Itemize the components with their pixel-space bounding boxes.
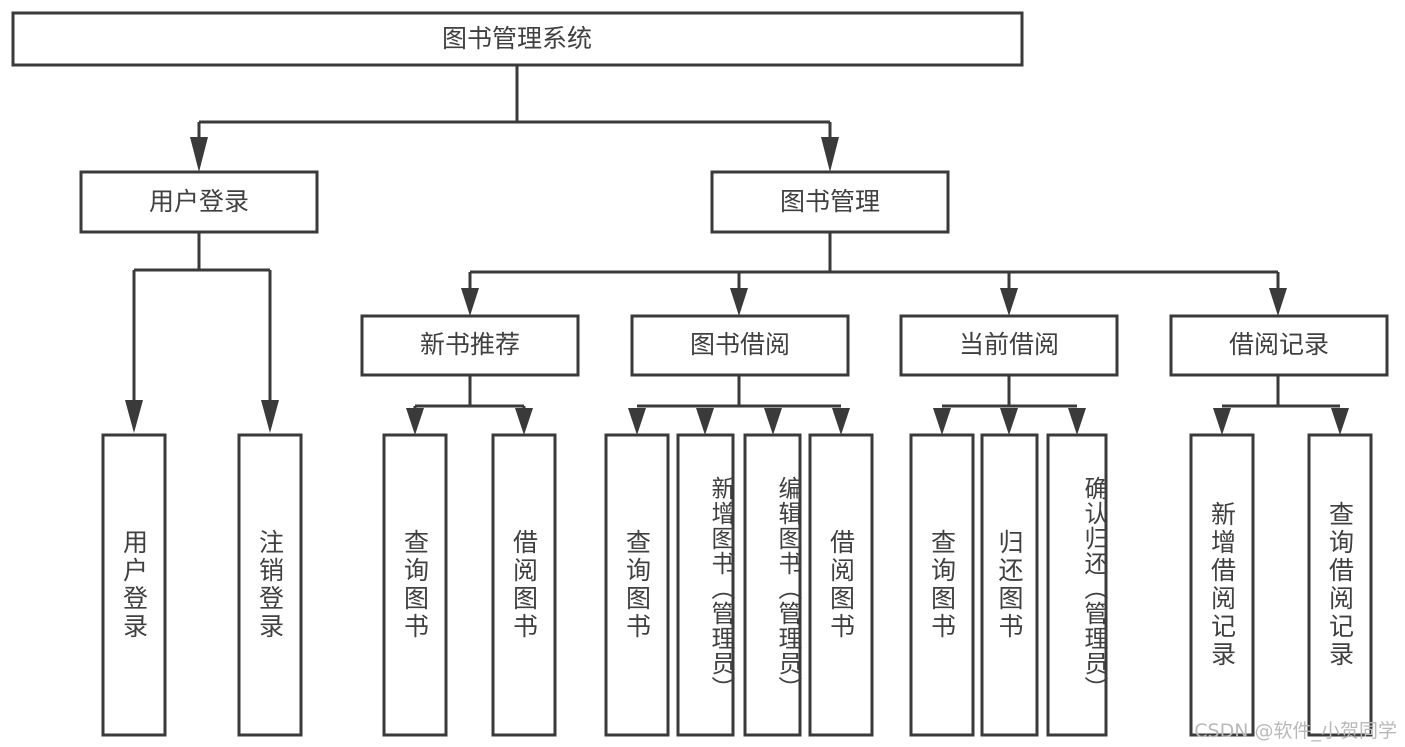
arrow-head-leaf-confirm-return [1068, 408, 1086, 435]
node-leaf-user-login-box[interactable] [101, 433, 167, 737]
arrow-head-leaf-query-book-2 [628, 408, 646, 435]
node-root-box[interactable] [11, 11, 1024, 67]
node-borrow-record-box[interactable] [1169, 314, 1389, 377]
arrow-head-leaf-add-book [696, 408, 714, 435]
node-book-manage-label: 图书管理 [780, 187, 880, 216]
arrow-head-leaf-borrow-book-1 [515, 408, 533, 435]
node-leaf-add-book-box[interactable] [676, 433, 735, 737]
arrow-head-leaf-add-record [1213, 408, 1231, 435]
node-current-borrow-label: 当前借阅 [959, 330, 1059, 359]
node-leaf-query-book-2-box[interactable] [604, 433, 670, 737]
node-leaf-borrow-book-2-box[interactable] [808, 433, 874, 737]
arrow-head-book-manage [821, 137, 839, 172]
node-layer: 图书管理系统 用户登录 图书管理 新书推荐 图书借阅 当前借阅 借阅记录 [11, 11, 1389, 737]
node-leaf-borrow-book-1-box[interactable] [491, 433, 557, 737]
arrow-head-leaf-user-login [125, 400, 143, 433]
arrow-head-leaf-edit-book [764, 408, 782, 435]
arrow-head-leaf-query-record [1331, 408, 1349, 435]
node-leaf-query-record-box[interactable] [1307, 433, 1373, 737]
watermark-text: CSDN @软件_小贺同学 [1194, 720, 1397, 742]
node-leaf-edit-book-box[interactable] [743, 433, 802, 737]
arrow-head-leaf-logout-login [261, 400, 279, 433]
node-book-borrow-label: 图书借阅 [690, 330, 790, 359]
node-new-book-recommend-box[interactable] [360, 314, 580, 377]
arrow-head-leaf-query-book-3 [933, 408, 951, 435]
node-current-borrow-box[interactable] [899, 314, 1119, 377]
arrow-head-current-borrow [1000, 288, 1018, 316]
node-book-borrow-box[interactable] [630, 314, 850, 377]
arrow-head-leaf-borrow-book-2 [832, 408, 850, 435]
node-leaf-add-record-box[interactable] [1189, 433, 1255, 737]
connector-layer [125, 65, 1349, 435]
arrow-head-leaf-query-book-1 [406, 408, 424, 435]
arrow-head-user-login [190, 137, 208, 172]
arrow-head-leaf-return-book [1000, 408, 1018, 435]
node-borrow-record-label: 借阅记录 [1229, 330, 1329, 359]
node-leaf-return-book-box[interactable] [980, 433, 1039, 737]
arrow-head-book-borrow [730, 288, 748, 316]
arrow-head-new-book-recommend [461, 288, 479, 316]
node-user-login-label: 用户登录 [149, 187, 249, 216]
arrow-head-borrow-record [1269, 288, 1287, 316]
node-leaf-query-book-3-box[interactable] [909, 433, 975, 737]
node-leaf-confirm-return-box[interactable] [1046, 433, 1108, 737]
node-user-login-box[interactable] [79, 170, 319, 234]
node-book-manage-box[interactable] [710, 170, 950, 234]
node-root-label: 图书管理系统 [442, 24, 592, 53]
node-new-book-recommend-label: 新书推荐 [420, 330, 520, 359]
node-leaf-logout-login-box[interactable] [237, 433, 303, 737]
node-leaf-query-book-1-box[interactable] [382, 433, 448, 737]
